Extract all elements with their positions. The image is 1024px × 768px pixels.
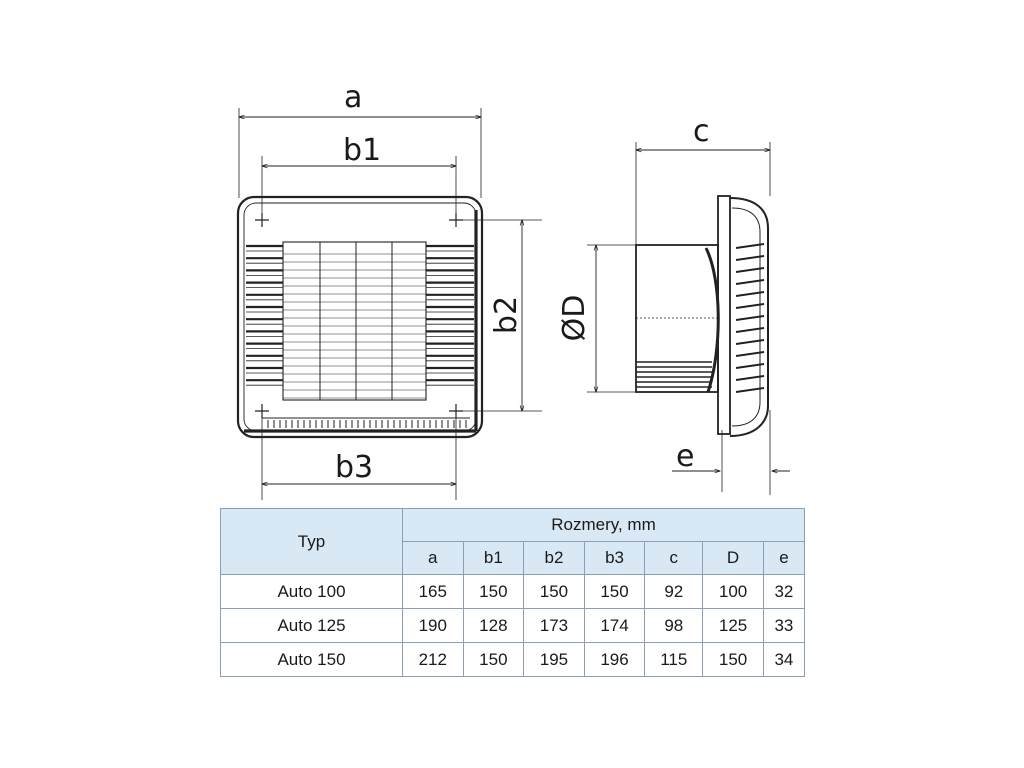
label-b3: b3 xyxy=(335,450,373,485)
value-cell: 92 xyxy=(644,574,704,609)
dimensions-table: Typ Rozmery, mm a b1 b2 b3 c D e Auto 10… xyxy=(220,508,806,677)
value-cell: 34 xyxy=(762,642,806,677)
value-cell: 125 xyxy=(702,608,764,643)
column-header: c xyxy=(644,541,704,575)
value-cell: 150 xyxy=(583,574,646,609)
label-a: a xyxy=(344,80,362,115)
value-cell: 165 xyxy=(402,574,464,609)
value-cell: 98 xyxy=(644,608,704,643)
value-cell: 190 xyxy=(402,608,464,643)
louver-slats xyxy=(246,244,474,399)
value-cell: 128 xyxy=(462,608,525,643)
front-view xyxy=(236,108,542,500)
type-cell: Auto 125 xyxy=(220,608,403,643)
value-cell: 174 xyxy=(583,608,646,643)
type-cell: Auto 100 xyxy=(220,574,403,609)
column-header: b1 xyxy=(462,541,525,575)
value-cell: 33 xyxy=(762,608,806,643)
value-cell: 150 xyxy=(702,642,764,677)
value-cell: 150 xyxy=(462,642,525,677)
label-c: c xyxy=(693,114,710,149)
column-header: D xyxy=(702,541,764,575)
spigot xyxy=(635,244,719,393)
column-header: b3 xyxy=(583,541,646,575)
table-row: Auto 100 165 150 150 150 92 100 32 xyxy=(220,574,806,609)
type-cell: Auto 150 xyxy=(220,642,403,677)
value-cell: 32 xyxy=(762,574,806,609)
technical-drawing: a b1 b2 b3 xyxy=(236,80,790,500)
screw-marks xyxy=(255,213,463,418)
value-cell: 100 xyxy=(702,574,764,609)
value-cell: 115 xyxy=(644,642,704,677)
label-b1: b1 xyxy=(343,133,381,168)
side-view xyxy=(587,142,790,495)
value-cell: 195 xyxy=(523,642,585,677)
front-plate xyxy=(717,195,731,435)
label-e: e xyxy=(676,439,694,474)
table-row: Auto 150 212 150 195 196 115 150 34 xyxy=(220,642,806,677)
value-cell: 196 xyxy=(583,642,646,677)
table-row: Auto 125 190 128 173 174 98 125 33 xyxy=(220,608,806,643)
value-cell: 173 xyxy=(523,608,585,643)
value-cell: 150 xyxy=(523,574,585,609)
type-header: Typ xyxy=(220,508,403,575)
column-header: a xyxy=(402,541,464,575)
column-header: b2 xyxy=(523,541,585,575)
dimensions-group-header: Rozmery, mm xyxy=(402,508,805,542)
label-D: ØD xyxy=(557,295,592,342)
label-b2: b2 xyxy=(489,296,524,334)
value-cell: 212 xyxy=(402,642,464,677)
column-header: e xyxy=(762,541,806,575)
value-cell: 150 xyxy=(462,574,525,609)
